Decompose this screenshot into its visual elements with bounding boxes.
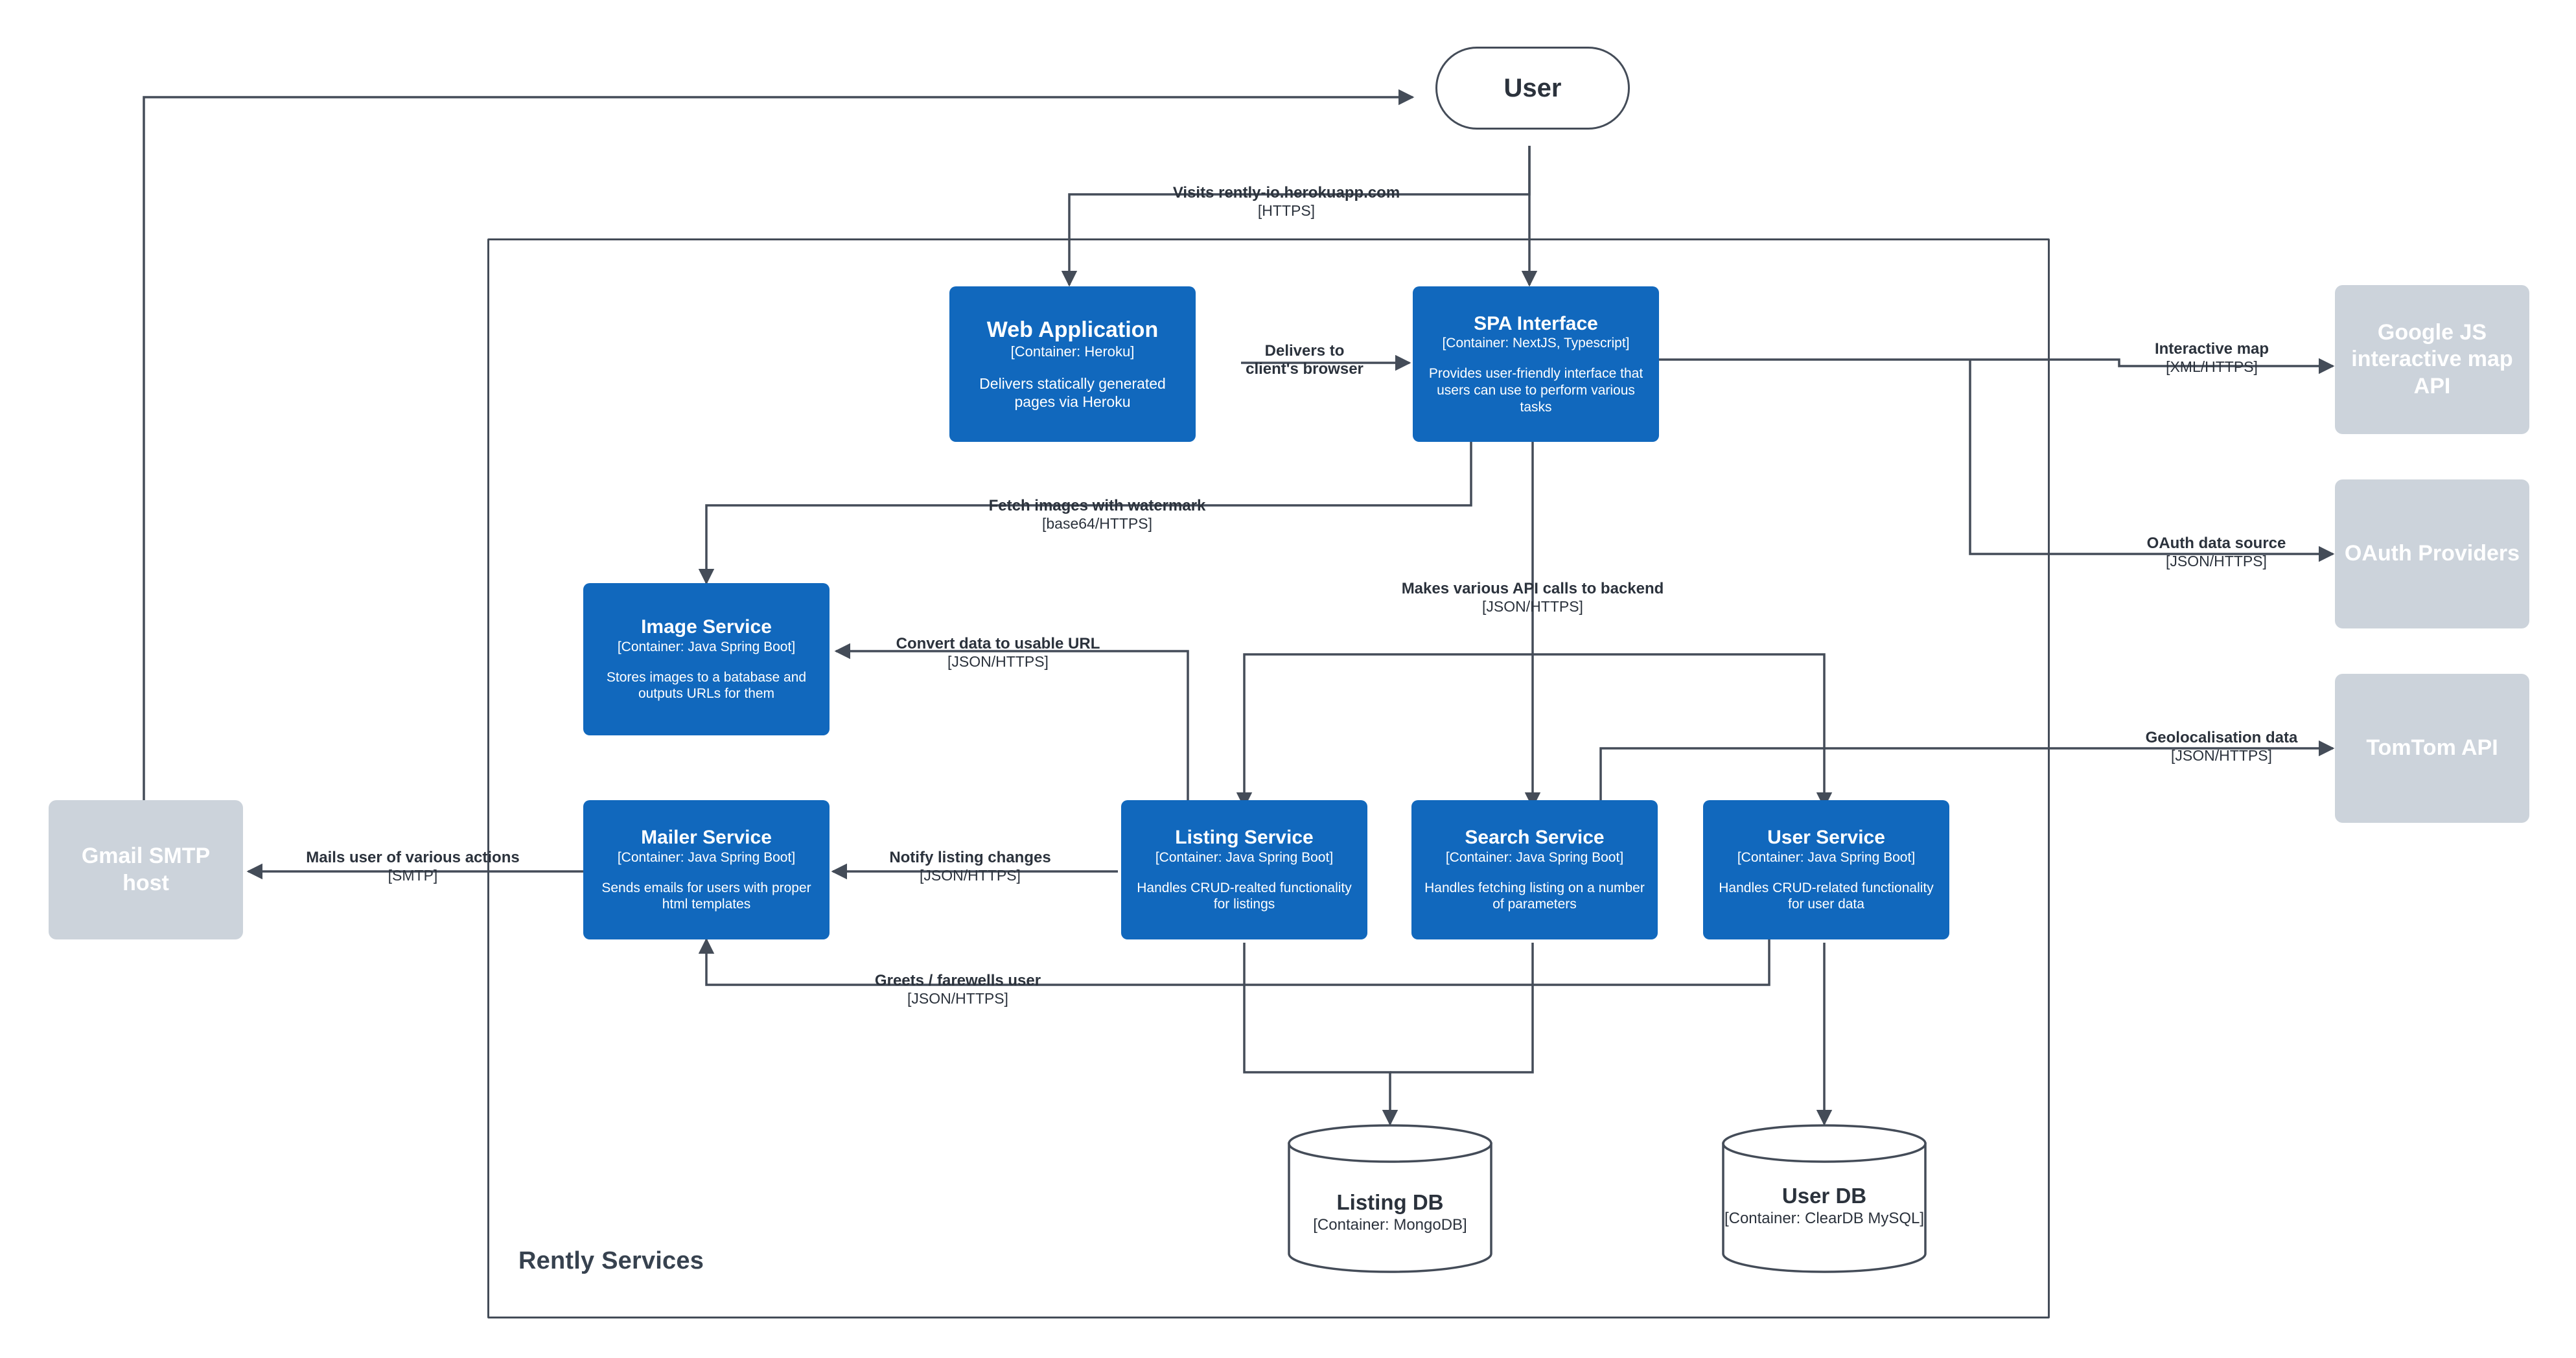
node-mailer-service-tech: [Container: Java Spring Boot] (617, 849, 796, 865)
node-web-application-title: Web Application (986, 317, 1159, 343)
node-mailer-service-title: Mailer Service (641, 827, 772, 849)
node-listing-service-description: Handles CRUD-realted functionality for l… (1137, 880, 1352, 912)
rently-services-boundary (487, 238, 2050, 1318)
edge-label-greets-farewells-user: Greets / farewells user [JSON/HTTPS] (874, 972, 1041, 1007)
node-listing-db[interactable]: Listing DB [Container: MongoDB] (1286, 1124, 1494, 1273)
database-cylinder-icon (1288, 1124, 1492, 1273)
node-listing-db-tech: [Container: MongoDB] (1313, 1216, 1467, 1234)
node-image-service[interactable]: Image Service [Container: Java Spring Bo… (583, 583, 830, 735)
node-gmail-smtp-host-title: Gmail SMTP host (81, 844, 211, 895)
edge-label-api-calls: Makes various API calls to backend [JSON… (1401, 580, 1664, 615)
node-image-service-tech: [Container: Java Spring Boot] (617, 639, 796, 654)
node-user-title: User (1503, 73, 1562, 102)
node-oauth-providers-title: OAuth Providers (2344, 541, 2520, 566)
node-web-application[interactable]: Web Application [Container: Heroku] Deli… (949, 286, 1196, 442)
node-tomtom-api[interactable]: TomTom API (2335, 674, 2529, 823)
database-cylinder-icon (1722, 1124, 1927, 1273)
node-spa-interface-tech: [Container: NextJS, Typescript] (1442, 336, 1630, 351)
node-spa-interface-title: SPA Interface (1474, 312, 1598, 334)
node-user-service[interactable]: User Service [Container: Java Spring Boo… (1703, 800, 1949, 939)
node-image-service-description: Stores images to a batabase and outputs … (606, 669, 807, 702)
node-user-service-tech: [Container: Java Spring Boot] (1737, 849, 1916, 865)
node-spa-interface[interactable]: SPA Interface [Container: NextJS, Typesc… (1413, 286, 1659, 442)
node-search-service-tech: [Container: Java Spring Boot] (1445, 849, 1624, 865)
node-user-service-description: Handles CRUD-related functionality for u… (1719, 880, 1934, 912)
node-web-application-description: Delivers statically generated pages via … (979, 374, 1166, 410)
node-user-db-tech: [Container: ClearDB MySQL] (1724, 1210, 1925, 1228)
node-mailer-service-description: Sends emails for users with proper html … (601, 880, 811, 912)
node-user[interactable]: User (1435, 47, 1630, 130)
edge-label-delivers-to-browser: Delivers to client's browser (1246, 342, 1363, 378)
node-mailer-service[interactable]: Mailer Service [Container: Java Spring B… (583, 800, 830, 939)
edge-label-fetch-images: Fetch images with watermark [base64/HTTP… (988, 497, 1206, 532)
node-search-service-title: Search Service (1465, 827, 1605, 849)
node-spa-interface-description: Provides user-friendly interface that us… (1428, 366, 1643, 415)
edge-label-geolocalisation-data: Geolocalisation data [JSON/HTTPS] (2145, 729, 2298, 764)
edge-label-oauth-data-source: OAuth data source [JSON/HTTPS] (2146, 535, 2286, 570)
edge-label-visits: Visits rently-io.herokuapp.com [HTTPS] (1172, 184, 1400, 219)
node-search-service-description: Handles fetching listing on a number of … (1424, 880, 1645, 912)
edge-label-notify-listing-changes: Notify listing changes [JSON/HTTPS] (889, 849, 1051, 884)
node-google-maps-api[interactable]: Google JS interactive map API (2335, 285, 2529, 434)
node-listing-service-title: Listing Service (1175, 827, 1314, 849)
node-search-service[interactable]: Search Service [Container: Java Spring B… (1411, 800, 1658, 939)
edge-label-interactive-map: Interactive map [XML/HTTPS] (2154, 340, 2269, 375)
node-gmail-smtp-host[interactable]: Gmail SMTP host (49, 800, 243, 939)
node-user-db-title: User DB (1781, 1184, 1867, 1208)
edge-label-convert-url: Convert data to usable URL [JSON/HTTPS] (896, 635, 1100, 670)
node-image-service-title: Image Service (641, 616, 772, 638)
node-google-maps-api-title: Google JS interactive map API (2351, 319, 2513, 398)
node-listing-service-tech: [Container: Java Spring Boot] (1155, 849, 1334, 865)
edge-label-delivers-line1: Delivers to (1264, 342, 1345, 360)
node-oauth-providers[interactable]: OAuth Providers (2335, 479, 2529, 628)
node-listing-db-title: Listing DB (1336, 1190, 1444, 1214)
node-listing-service[interactable]: Listing Service [Container: Java Spring … (1121, 800, 1367, 939)
node-tomtom-api-title: TomTom API (2366, 735, 2498, 761)
rently-services-boundary-label: Rently Services (518, 1247, 704, 1274)
node-user-db[interactable]: User DB [Container: ClearDB MySQL] (1721, 1124, 1928, 1273)
node-web-application-tech: [Container: Heroku] (1010, 343, 1135, 360)
node-user-service-title: User Service (1767, 827, 1885, 849)
edge-label-mails-user: Mails user of various actions [SMTP] (306, 849, 520, 884)
edge-label-delivers-line2: client's browser (1246, 360, 1363, 378)
